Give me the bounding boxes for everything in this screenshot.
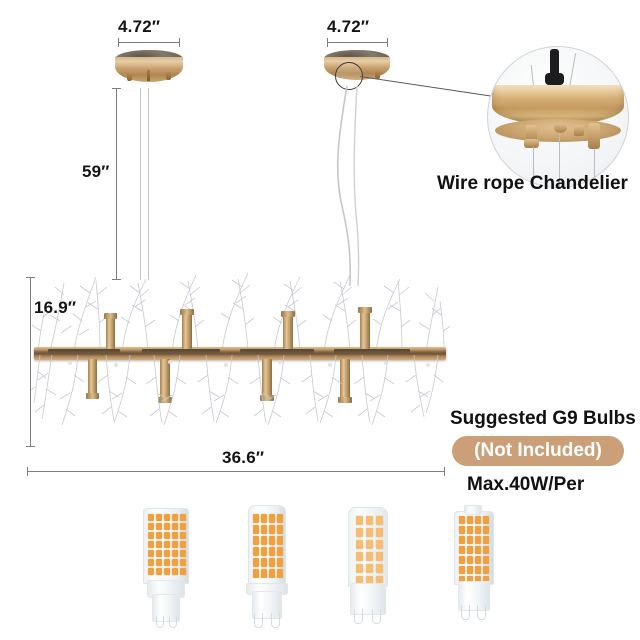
led-chip-grid bbox=[148, 514, 186, 575]
wire-rope-lower-b bbox=[559, 133, 560, 187]
bulb-pin-left bbox=[461, 605, 470, 620]
power-cable-grommet bbox=[545, 73, 564, 85]
max-wattage-label: Max.40W/Per bbox=[467, 474, 585, 495]
led-chip-grid bbox=[356, 516, 383, 585]
bulb-pin-left bbox=[354, 609, 363, 624]
suggested-bulbs-title: Suggested G9 Bulbs bbox=[450, 408, 636, 429]
bulb-socket-up-3 bbox=[283, 315, 293, 349]
dimension-line-canopy-left bbox=[118, 38, 180, 47]
dimension-line-fixture-height bbox=[26, 277, 35, 447]
bar-shadow-segment-4 bbox=[334, 349, 410, 353]
wire-rope-lower-c bbox=[594, 149, 595, 187]
bulb-capsule-frosted bbox=[348, 507, 388, 587]
bulb-pin-right bbox=[372, 609, 381, 624]
suspension-wire-left-b bbox=[148, 88, 149, 280]
bulb-socket-up-cap-1 bbox=[104, 313, 117, 319]
ring-band bbox=[492, 85, 624, 125]
bulb-socket-up-1 bbox=[106, 317, 115, 349]
canopy-screw-left bbox=[127, 73, 132, 81]
dimension-label-canopy-right: 4.72″ bbox=[327, 17, 370, 36]
bulb-pin-right bbox=[271, 613, 280, 628]
dimension-line-drop-height bbox=[112, 88, 121, 280]
dimension-line-canopy-right bbox=[327, 38, 388, 47]
rope-clamp-right bbox=[588, 123, 600, 149]
magnified-callout bbox=[487, 46, 629, 188]
bulb-capsule bbox=[248, 505, 286, 587]
center-boss bbox=[554, 123, 567, 133]
bar-shadow-segment-3 bbox=[240, 349, 314, 353]
dimension-label-canopy-left: 4.72″ bbox=[118, 17, 161, 36]
bulb-tip bbox=[464, 505, 482, 515]
g9-bulb-1 bbox=[138, 508, 192, 628]
bulb-socket-up-cap-3 bbox=[281, 311, 295, 317]
canopy-screw-right bbox=[166, 72, 171, 80]
power-cable bbox=[550, 49, 559, 79]
g9-bulb-3 bbox=[342, 507, 392, 627]
bulb-socket-up-cap-4 bbox=[358, 307, 372, 313]
rope-clamp-left bbox=[526, 125, 537, 143]
not-included-badge: (Not Included) bbox=[452, 436, 624, 466]
bulb-socket-up-2 bbox=[182, 313, 192, 349]
bulb-socket-down-cap-3 bbox=[260, 395, 274, 401]
bulb-socket-down-cap-2 bbox=[158, 397, 172, 403]
bar-shadow-segment-1 bbox=[48, 349, 120, 353]
bulb-socket-down-2 bbox=[160, 359, 170, 399]
dimension-label-fixture-width: 36.6″ bbox=[222, 448, 265, 467]
bulb-capsule bbox=[143, 508, 189, 584]
dimension-label-fixture-height: 16.9″ bbox=[34, 298, 77, 317]
dimension-line-fixture-width bbox=[27, 467, 445, 476]
bulb-capsule bbox=[454, 511, 494, 585]
rope-clamp-left-nut bbox=[524, 139, 539, 148]
bulb-pin-right bbox=[477, 605, 486, 620]
bulb-pin-left bbox=[254, 613, 263, 628]
crystal-branches-lower bbox=[30, 354, 444, 426]
bulb-pin-right bbox=[169, 616, 177, 628]
bulb-socket-down-3 bbox=[262, 359, 272, 397]
bulb-socket-up-cap-2 bbox=[180, 309, 194, 315]
dimension-label-drop-height: 59″ bbox=[82, 162, 110, 181]
canopy-center-stud bbox=[147, 70, 150, 81]
magnifier-source-circle bbox=[335, 62, 363, 90]
g9-bulb-2 bbox=[240, 505, 292, 629]
bulb-socket-down-cap-4 bbox=[338, 397, 352, 403]
rope-clamp-mid bbox=[574, 125, 584, 136]
wire-rope-lower-a bbox=[533, 147, 534, 187]
canopy-screw-right bbox=[375, 71, 380, 79]
bulb-socket-up-4 bbox=[360, 311, 370, 349]
ceiling-canopy-left bbox=[115, 50, 183, 90]
bulb-pin-left bbox=[156, 616, 164, 628]
bulb-socket-down-cap-1 bbox=[86, 393, 99, 399]
bulb-socket-down-4 bbox=[340, 359, 350, 399]
bulb-socket-down-1 bbox=[88, 359, 97, 395]
g9-bulb-4 bbox=[448, 505, 498, 627]
suspension-wire-left-a bbox=[140, 88, 141, 280]
led-chip-grid bbox=[459, 516, 489, 584]
chandelier-fixture bbox=[30, 255, 450, 435]
suspension-cable-right bbox=[336, 86, 360, 286]
led-chip-grid bbox=[253, 514, 283, 578]
callout-title: Wire rope Chandelier bbox=[437, 173, 628, 194]
bar-shadow-segment-2 bbox=[142, 349, 220, 353]
